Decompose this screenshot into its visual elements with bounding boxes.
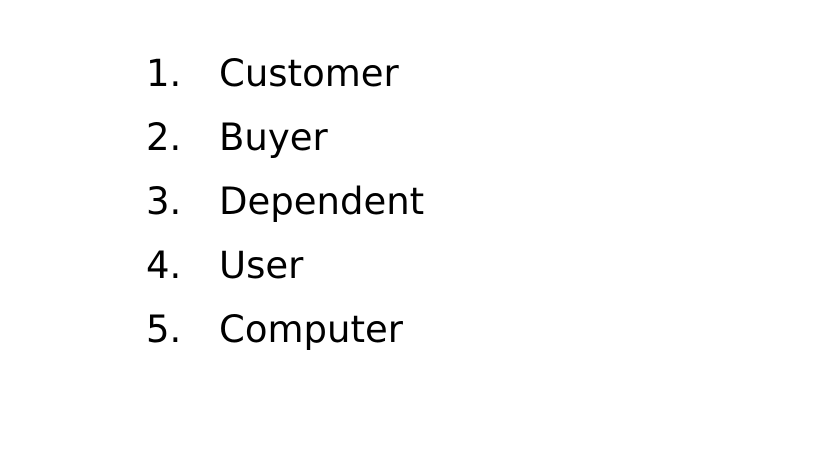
list-item: 1. Customer xyxy=(146,50,424,114)
item-number: 3. xyxy=(146,180,182,223)
list-item: 5. Computer xyxy=(146,306,424,370)
item-text: Customer xyxy=(219,52,399,95)
list-item: 4. User xyxy=(146,242,424,306)
item-number: 4. xyxy=(146,244,182,287)
list-item: 3. Dependent xyxy=(146,178,424,242)
item-number: 1. xyxy=(146,52,182,95)
item-number: 2. xyxy=(146,116,182,159)
list-item: 2. Buyer xyxy=(146,114,424,178)
item-text: Buyer xyxy=(219,116,328,159)
item-text: Dependent xyxy=(219,180,425,223)
item-number: 5. xyxy=(146,308,182,351)
item-text: User xyxy=(219,244,304,287)
numbered-list: 1. Customer 2. Buyer 3. Dependent 4. Use… xyxy=(146,50,424,370)
item-text: Computer xyxy=(219,308,403,351)
